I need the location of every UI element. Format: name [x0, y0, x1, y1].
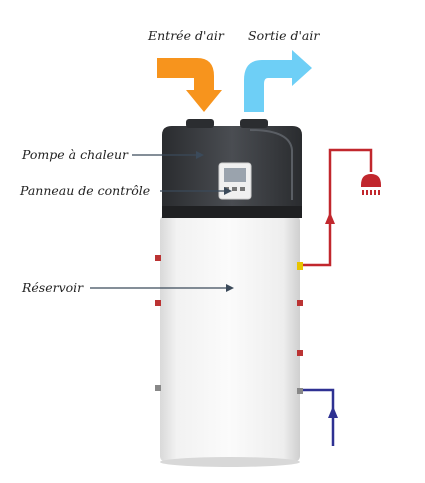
shower-icon	[361, 174, 381, 195]
pointer-lines	[90, 151, 234, 292]
hot-water-pipe	[303, 148, 373, 267]
air-outlet-arrow	[244, 50, 312, 112]
heat-pump-label: Pompe à chaleur	[22, 147, 129, 162]
air-inlet-label: Entrée d'air	[148, 28, 224, 43]
tank-body	[155, 215, 303, 467]
cold-water-pipe	[303, 388, 338, 446]
air-outlet-label: Sortie d'air	[248, 28, 320, 43]
tank-label: Réservoir	[22, 280, 84, 295]
control-panel-label: Panneau de contrôle	[20, 183, 151, 198]
air-inlet-arrow	[157, 58, 222, 112]
control-panel-icon	[218, 162, 252, 200]
